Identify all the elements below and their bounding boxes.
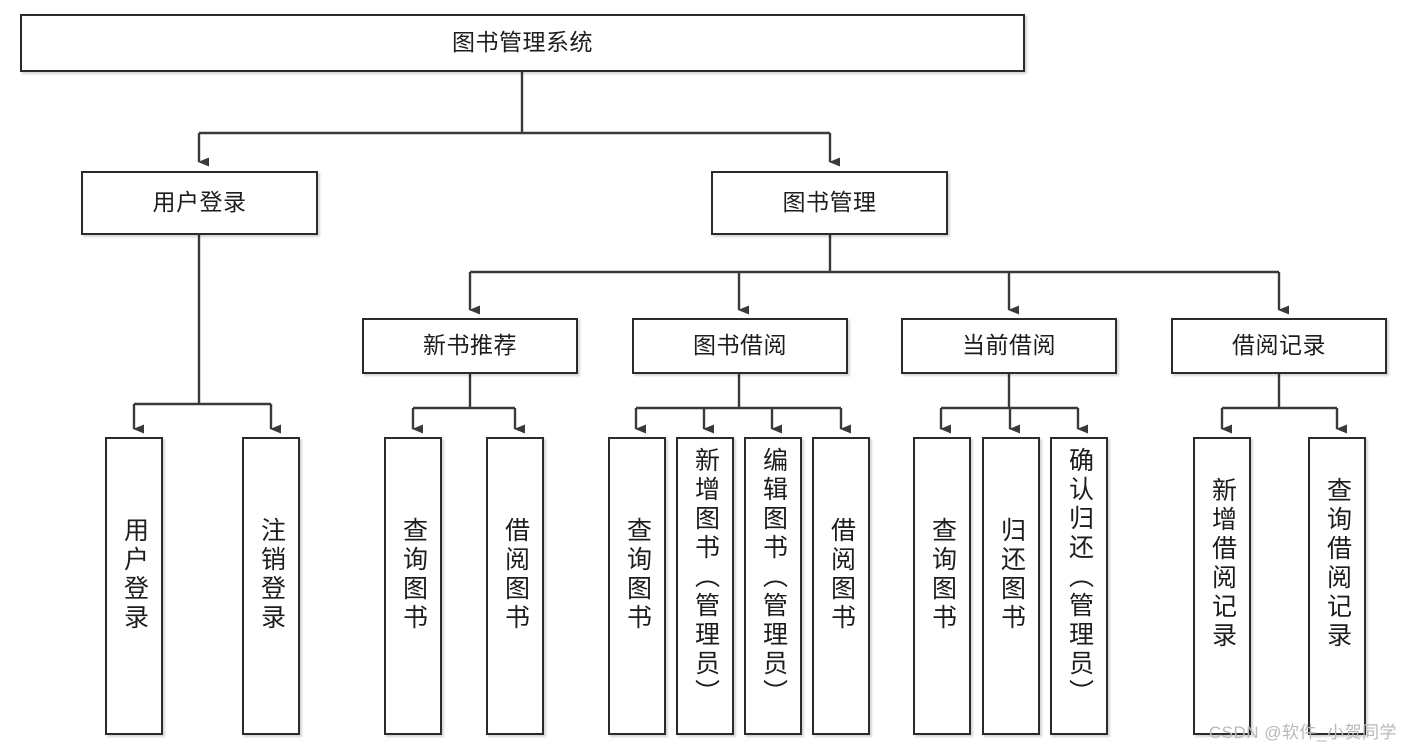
node-leaf-query-book-3-label: 查询图书 [928, 517, 957, 633]
node-book-borrow-label: 图书借阅 [693, 332, 787, 359]
node-leaf-add-book-label: 新增图书（管理员） [691, 447, 720, 708]
node-root[interactable]: 图书管理系统 [20, 14, 1025, 72]
node-leaf-add-book[interactable]: 新增图书（管理员） [676, 437, 734, 735]
node-book-manage[interactable]: 图书管理 [711, 171, 948, 235]
node-root-label: 图书管理系统 [452, 29, 593, 56]
node-leaf-query-book-1-label: 查询图书 [399, 517, 428, 633]
node-leaf-query-record-label: 查询借阅记录 [1323, 477, 1352, 651]
node-leaf-user-logout[interactable]: 注销登录 [242, 437, 300, 735]
node-leaf-return-book-label: 归还图书 [997, 517, 1026, 633]
node-new-book-recommend-label: 新书推荐 [423, 332, 517, 359]
node-borrow-record-label: 借阅记录 [1232, 332, 1326, 359]
node-leaf-query-book-3[interactable]: 查询图书 [913, 437, 971, 735]
node-book-manage-label: 图书管理 [782, 189, 877, 216]
node-leaf-borrow-book-1-label: 借阅图书 [501, 517, 530, 633]
node-leaf-query-book-2-label: 查询图书 [623, 517, 652, 633]
node-leaf-add-record-label: 新增借阅记录 [1208, 477, 1237, 651]
node-user-login-label: 用户登录 [152, 189, 247, 216]
node-leaf-query-book-2[interactable]: 查询图书 [608, 437, 666, 735]
node-leaf-confirm-return-label: 确认归还（管理员） [1065, 447, 1094, 708]
node-new-book-recommend[interactable]: 新书推荐 [362, 318, 578, 374]
node-current-borrow[interactable]: 当前借阅 [901, 318, 1117, 374]
node-leaf-user-login[interactable]: 用户登录 [105, 437, 163, 735]
node-leaf-add-record[interactable]: 新增借阅记录 [1193, 437, 1251, 735]
node-leaf-edit-book[interactable]: 编辑图书（管理员） [744, 437, 802, 735]
node-user-login[interactable]: 用户登录 [81, 171, 318, 235]
node-current-borrow-label: 当前借阅 [962, 332, 1056, 359]
node-leaf-user-login-label: 用户登录 [120, 517, 149, 633]
node-leaf-return-book[interactable]: 归还图书 [982, 437, 1040, 735]
node-leaf-query-book-1[interactable]: 查询图书 [384, 437, 442, 735]
csdn-watermark: CSDN @软件_小贺同学 [1208, 723, 1397, 742]
node-leaf-query-record[interactable]: 查询借阅记录 [1308, 437, 1366, 735]
node-leaf-confirm-return[interactable]: 确认归还（管理员） [1050, 437, 1108, 735]
node-leaf-borrow-book-2[interactable]: 借阅图书 [812, 437, 870, 735]
node-book-borrow[interactable]: 图书借阅 [632, 318, 848, 374]
node-leaf-user-logout-label: 注销登录 [257, 517, 286, 633]
node-leaf-borrow-book-1[interactable]: 借阅图书 [486, 437, 544, 735]
node-borrow-record[interactable]: 借阅记录 [1171, 318, 1387, 374]
node-leaf-edit-book-label: 编辑图书（管理员） [759, 447, 788, 708]
node-leaf-borrow-book-2-label: 借阅图书 [827, 517, 856, 633]
